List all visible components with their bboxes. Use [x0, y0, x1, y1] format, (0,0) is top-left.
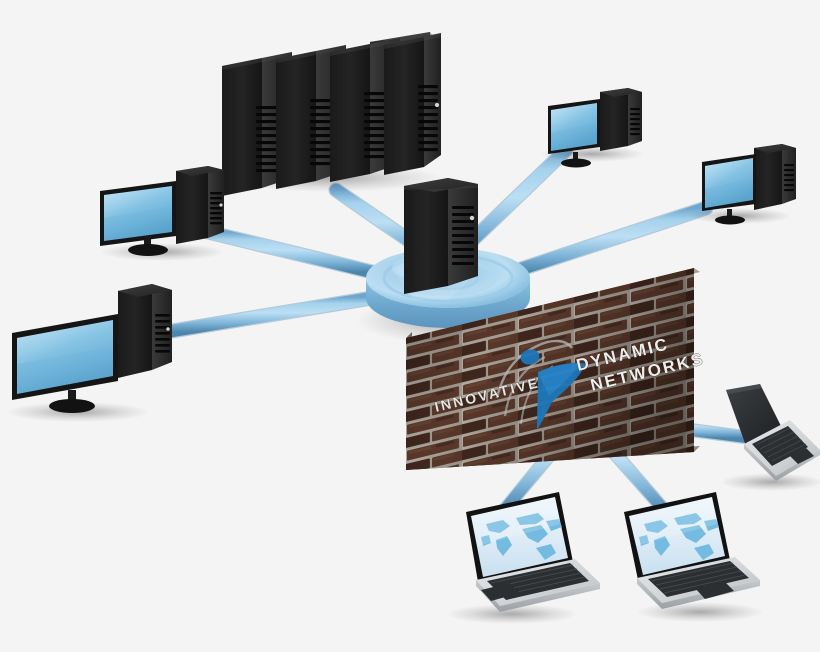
- laptop-trackpad: [790, 448, 814, 464]
- logo-head-dot: [520, 349, 540, 365]
- desktop-tower: [600, 88, 642, 151]
- workstation-right[interactable]: [688, 144, 796, 225]
- laptop-far-right[interactable]: [720, 384, 820, 491]
- workstation-top[interactable]: [540, 88, 644, 168]
- laptop-left[interactable]: [446, 492, 600, 624]
- monitor-stand: [128, 244, 168, 256]
- desktop-tower: [118, 284, 172, 378]
- monitor-stand: [49, 399, 95, 413]
- laptop-keyboard: [752, 426, 808, 466]
- monitor-stand: [561, 158, 591, 168]
- laptop-trackpad: [695, 581, 734, 599]
- world-map-graphic: [481, 513, 562, 560]
- monitor: [548, 99, 600, 168]
- workstation-left-lower[interactable]: [6, 284, 172, 422]
- server-rack-cluster[interactable]: [218, 32, 445, 196]
- laptop-right[interactable]: [624, 492, 764, 622]
- server-status-led: [469, 215, 475, 221]
- server-status-led: [434, 102, 440, 108]
- power-led: [219, 203, 223, 207]
- monitor-stand: [715, 215, 745, 225]
- workstation-left-upper[interactable]: [100, 166, 224, 261]
- world-map-graphic: [639, 513, 719, 560]
- wall-logo: [495, 339, 586, 430]
- link-hub-to-workstation-left-upper: [200, 224, 380, 280]
- monitor: [100, 181, 176, 256]
- central-server[interactable]: [404, 178, 478, 300]
- server-tower: [384, 33, 441, 175]
- link-hub-to-workstation-right: [504, 200, 714, 280]
- laptop-lid-back: [726, 384, 784, 446]
- desktop-tower: [754, 144, 796, 210]
- desktop-tower: [176, 166, 224, 244]
- monitor: [12, 314, 118, 413]
- power-led: [166, 327, 170, 331]
- laptop-trackpad: [481, 583, 520, 601]
- link-hub-to-workstation-left-lower: [158, 289, 386, 340]
- monitor: [702, 154, 756, 225]
